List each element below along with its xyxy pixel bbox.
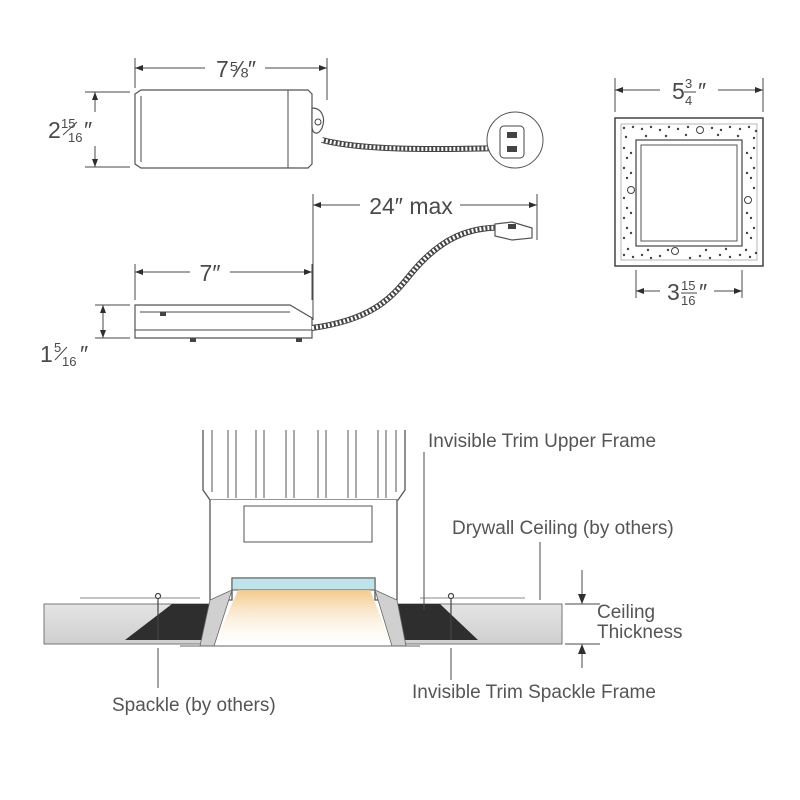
- spackle-frame-label: Invisible Trim Spackle Frame: [412, 682, 656, 703]
- svg-text:″: ″: [698, 78, 706, 104]
- trim-outer-label: 5 3 4 ″: [672, 76, 706, 108]
- ceiling-thickness-label-2: Thickness: [597, 622, 683, 643]
- ceiling-thickness-label-1: Ceiling: [597, 602, 655, 623]
- svg-text:″: ″: [699, 279, 707, 305]
- svg-text:16: 16: [68, 130, 82, 145]
- spackle-label: Spackle (by others): [112, 695, 276, 716]
- installation-cross-section: [43, 430, 600, 688]
- trim-inner-label: 3 15 16 ″: [667, 278, 707, 308]
- drywall-label: Drywall Ceiling (by others): [452, 518, 674, 539]
- svg-text:2: 2: [48, 117, 61, 143]
- svg-text:″: ″: [84, 117, 92, 143]
- svg-text:16: 16: [62, 354, 76, 369]
- housing-height-label: 1 5 16 ″: [40, 340, 88, 369]
- driver-top-view: 7⅝″ 2 15 16 ″: [48, 56, 544, 169]
- housing-side-view: 24″ max 7″ 1 5 16 ″: [40, 193, 538, 369]
- svg-text:3: 3: [667, 279, 680, 305]
- housing-length-label: 7″: [200, 260, 221, 286]
- svg-text:15: 15: [61, 116, 75, 131]
- svg-text:1: 1: [40, 341, 53, 367]
- svg-text:3: 3: [685, 76, 692, 91]
- cable-length-label: 24″ max: [369, 193, 453, 219]
- svg-text:4: 4: [685, 93, 692, 108]
- driver-height-label: 2 15 16 ″: [48, 116, 92, 145]
- svg-text:15: 15: [681, 278, 695, 293]
- svg-text:″: ″: [80, 341, 88, 367]
- svg-text:5: 5: [54, 340, 61, 355]
- svg-text:16: 16: [681, 293, 695, 308]
- driver-length-label: 7⅝″: [216, 56, 256, 82]
- svg-text:5: 5: [672, 78, 685, 104]
- trim-front-view: 5 3 4 ″: [614, 76, 764, 308]
- upper-frame-label: Invisible Trim Upper Frame: [428, 431, 656, 452]
